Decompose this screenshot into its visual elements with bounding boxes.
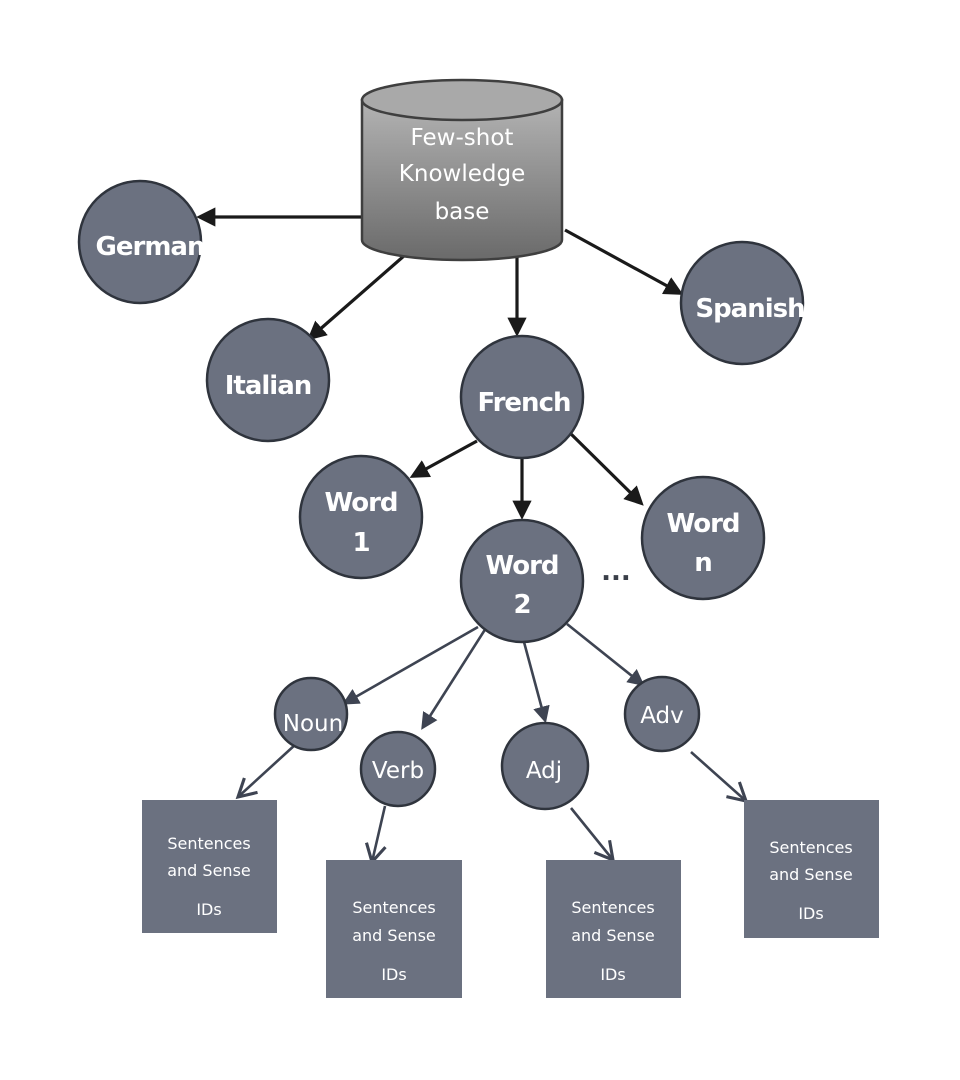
- box-adv-line1: Sentences: [769, 838, 852, 857]
- node-word-n: Word n: [640, 475, 766, 601]
- edge-kb-italian: [307, 253, 407, 341]
- node-word-n-label-line2: n: [694, 548, 712, 578]
- box-noun-line1: Sentences: [167, 834, 250, 853]
- node-word-2-label-line1: Word: [485, 551, 558, 581]
- knowledge-base-cylinder: Few-shot Knowledge base: [360, 78, 564, 262]
- box-verb-line2: and Sense: [352, 926, 436, 945]
- box-adj-sentences: Sentences and Sense IDs: [546, 860, 681, 998]
- edge-french-word1: [409, 439, 478, 478]
- node-verb-label: Verb: [372, 758, 424, 784]
- edge-word2-noun: [342, 625, 479, 705]
- box-adv-sentences: Sentences and Sense IDs: [744, 800, 879, 938]
- edge-adj-box: [569, 807, 616, 863]
- node-word-1-label-line1: Word: [324, 488, 397, 518]
- box-noun-line3: IDs: [196, 900, 221, 919]
- box-adj-line3: IDs: [600, 965, 625, 984]
- node-word-1-label-line2: 1: [352, 528, 369, 558]
- knowledge-base-label-line3: base: [435, 199, 490, 225]
- node-word-2: Word 2: [459, 518, 585, 644]
- ellipsis: ...: [601, 557, 631, 587]
- node-italian: Italian: [205, 317, 331, 443]
- node-adv: Adv: [623, 675, 701, 753]
- edge-verb-box: [364, 805, 387, 866]
- knowledge-base-label-line1: Few-shot: [411, 125, 514, 151]
- node-word-n-label-line1: Word: [666, 509, 739, 539]
- edge-word2-verb: [421, 627, 488, 730]
- box-verb-sentences: Sentences and Sense IDs: [326, 860, 462, 998]
- box-noun-sentences: Sentences and Sense IDs: [142, 800, 277, 933]
- node-spanish-label: Spanish: [695, 294, 804, 324]
- box-verb-line1: Sentences: [352, 898, 435, 917]
- box-verb-line3: IDs: [381, 965, 406, 984]
- node-italian-label: Italian: [225, 371, 312, 401]
- node-word-1: Word 1: [298, 454, 424, 580]
- edge-kb-spanish: [564, 228, 684, 295]
- node-verb: Verb: [359, 730, 437, 808]
- node-french: French: [459, 334, 585, 460]
- edge-word2-adj: [522, 641, 550, 724]
- node-adv-label: Adv: [640, 703, 684, 729]
- edge-noun-box: [235, 743, 297, 800]
- knowledge-base-label-line2: Knowledge: [399, 161, 525, 187]
- edge-french-wordn: [567, 430, 644, 506]
- box-adv-line2: and Sense: [769, 865, 853, 884]
- node-spanish: Spanish: [679, 240, 806, 366]
- node-noun-label: Noun: [283, 711, 343, 737]
- node-french-label: French: [478, 388, 571, 418]
- node-german: German: [77, 179, 205, 305]
- node-word-2-label-line2: 2: [513, 590, 530, 620]
- box-adv-line3: IDs: [798, 904, 823, 923]
- node-german-label: German: [96, 232, 205, 262]
- node-adj: Adj: [500, 721, 590, 811]
- edge-adv-box: [690, 751, 749, 804]
- box-noun-line2: and Sense: [167, 861, 251, 880]
- node-adj-label: Adj: [526, 758, 562, 784]
- edge-word2-adv: [566, 622, 645, 687]
- box-adj-line2: and Sense: [571, 926, 655, 945]
- node-noun: Noun: [273, 676, 349, 752]
- box-adj-line1: Sentences: [571, 898, 654, 917]
